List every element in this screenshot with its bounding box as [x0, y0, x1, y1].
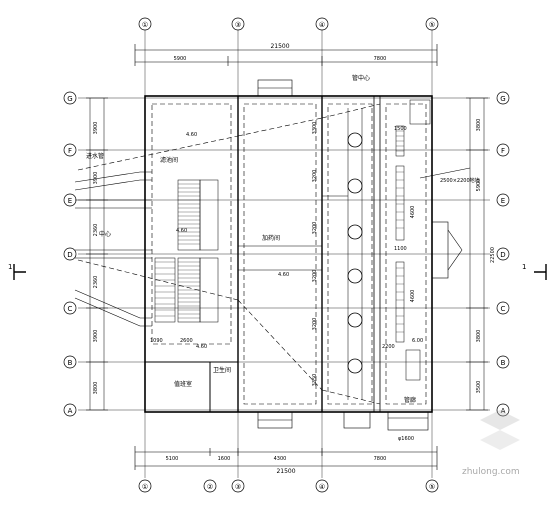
filter-hatch-left — [154, 179, 219, 323]
inner-dim-8: 2600 — [180, 338, 193, 344]
inner-dim-10: 4600 — [410, 290, 416, 303]
row-axis-d-right: D — [500, 251, 505, 259]
col-axis-2-bottom: ② — [207, 483, 213, 491]
gallery-rack-hatch — [396, 130, 404, 333]
right-dim-2: 5900 — [476, 179, 482, 192]
elevation-2: 4.60 — [176, 228, 187, 234]
row-axis-d-left: D — [67, 251, 72, 259]
elevation-1: 4.60 — [186, 132, 197, 138]
top-dim-2: 7800 — [374, 56, 387, 62]
label-main-room: 加药间 — [262, 234, 280, 242]
label-trench-note: 2500×2200地坑 — [440, 177, 480, 184]
row-axis-f-right: F — [501, 147, 505, 155]
bottom-dim-2: 1600 — [218, 456, 231, 462]
label-gallery: 管廊 — [404, 396, 416, 404]
column-axis-bubbles-top — [138, 17, 439, 31]
label-floor-center: 中心 — [99, 230, 111, 238]
inner-dim-5: 3200 — [312, 318, 318, 331]
right-dim-1: 3800 — [476, 119, 482, 132]
section-mark-right: 1 — [522, 263, 526, 271]
inner-dim-2: 3200 — [312, 170, 318, 183]
inner-dim-13: 2200 — [382, 344, 395, 350]
label-filter-room: 滤池间 — [160, 156, 178, 164]
left-dimension-chain — [86, 97, 108, 411]
left-dim-1: 3900 — [93, 122, 99, 135]
row-axis-g-right: G — [500, 95, 505, 103]
watermark: zhulong.com — [462, 410, 520, 477]
left-dim-2: 3900 — [93, 172, 99, 185]
gallery-racks — [395, 99, 431, 381]
inner-dim-12: 1500 — [394, 126, 407, 132]
inner-dim-6: 3350 — [312, 374, 318, 387]
col-axis-4-bottom: ④ — [319, 483, 325, 491]
col-axis-4-top: ④ — [319, 21, 325, 29]
hatch-lines — [155, 183, 200, 319]
left-dim-6: 3800 — [93, 382, 99, 395]
row-axis-a-left: A — [68, 407, 73, 415]
row-axis-bubbles-left — [63, 91, 77, 417]
inner-dim-3: 3200 — [312, 222, 318, 235]
label-duty-room: 值班室 — [174, 380, 192, 388]
row-axis-f-left: F — [68, 147, 72, 155]
elevation-4: 4.60 — [196, 344, 207, 350]
bottom-overall-dim: 21500 — [276, 468, 295, 475]
inner-dim-7: 1090 — [150, 338, 163, 344]
hall-pipes — [238, 108, 363, 400]
right-trench — [419, 167, 471, 279]
left-dim-3: 2360 — [93, 224, 99, 237]
bottom-dim-4: 7800 — [374, 456, 387, 462]
inner-dim-4: 3200 — [312, 270, 318, 283]
misc-phi-1600: φ1600 — [398, 436, 414, 442]
row-axis-b-right: B — [501, 359, 506, 367]
section-marks — [13, 264, 547, 280]
right-dim-4: 3800 — [476, 330, 482, 343]
right-dim-5: 3500 — [476, 381, 482, 394]
row-axis-a-right: A — [501, 407, 506, 415]
row-axis-e-left: E — [68, 197, 72, 205]
right-dimension-chain — [466, 97, 488, 411]
lower-left-rooms — [144, 361, 239, 413]
label-pipe-center: 管中心 — [352, 74, 370, 82]
section-mark-left: 1 — [8, 263, 12, 271]
inner-dim-1: 3300 — [312, 122, 318, 135]
left-dim-5: 3900 — [93, 330, 99, 343]
right-dim-3: 22500 — [490, 247, 496, 263]
bottom-dim-3: 4300 — [274, 456, 287, 462]
column-axis-bubbles-bottom — [138, 479, 439, 493]
elevation-5: 6.00 — [412, 338, 423, 344]
col-axis-5-bottom: ⑤ — [429, 483, 435, 491]
label-water-in-pipe: 进水管 — [86, 152, 104, 160]
row-axis-g-left: G — [67, 95, 72, 103]
col-axis-1-top: ① — [142, 21, 148, 29]
row-axis-c-left: C — [68, 305, 73, 313]
row-axis-c-right: C — [501, 305, 506, 313]
pipe-wells — [347, 132, 363, 374]
row-axis-b-left: B — [68, 359, 73, 367]
left-dim-4: 2360 — [93, 276, 99, 289]
axis-grid — [78, 30, 490, 478]
top-dim-1: 5900 — [174, 56, 187, 62]
label-toilet: 卫生间 — [213, 366, 231, 374]
col-axis-3-bottom: ③ — [235, 483, 241, 491]
bottom-dim-1: 5100 — [166, 456, 179, 462]
top-overall-dim: 21500 — [270, 43, 289, 50]
col-axis-1-bottom: ① — [142, 483, 148, 491]
door-markers — [257, 79, 429, 431]
elevation-3: 4.60 — [278, 272, 289, 278]
col-axis-5-top: ⑤ — [429, 21, 435, 29]
col-axis-3-top: ③ — [235, 21, 241, 29]
row-axis-e-right: E — [501, 197, 505, 205]
inner-dim-11: 1100 — [394, 246, 407, 252]
row-axis-bubbles-right — [496, 91, 510, 417]
watermark-text: zhulong.com — [462, 467, 520, 477]
inlet-pipes — [74, 171, 152, 327]
inner-dim-9: 4600 — [410, 206, 416, 219]
